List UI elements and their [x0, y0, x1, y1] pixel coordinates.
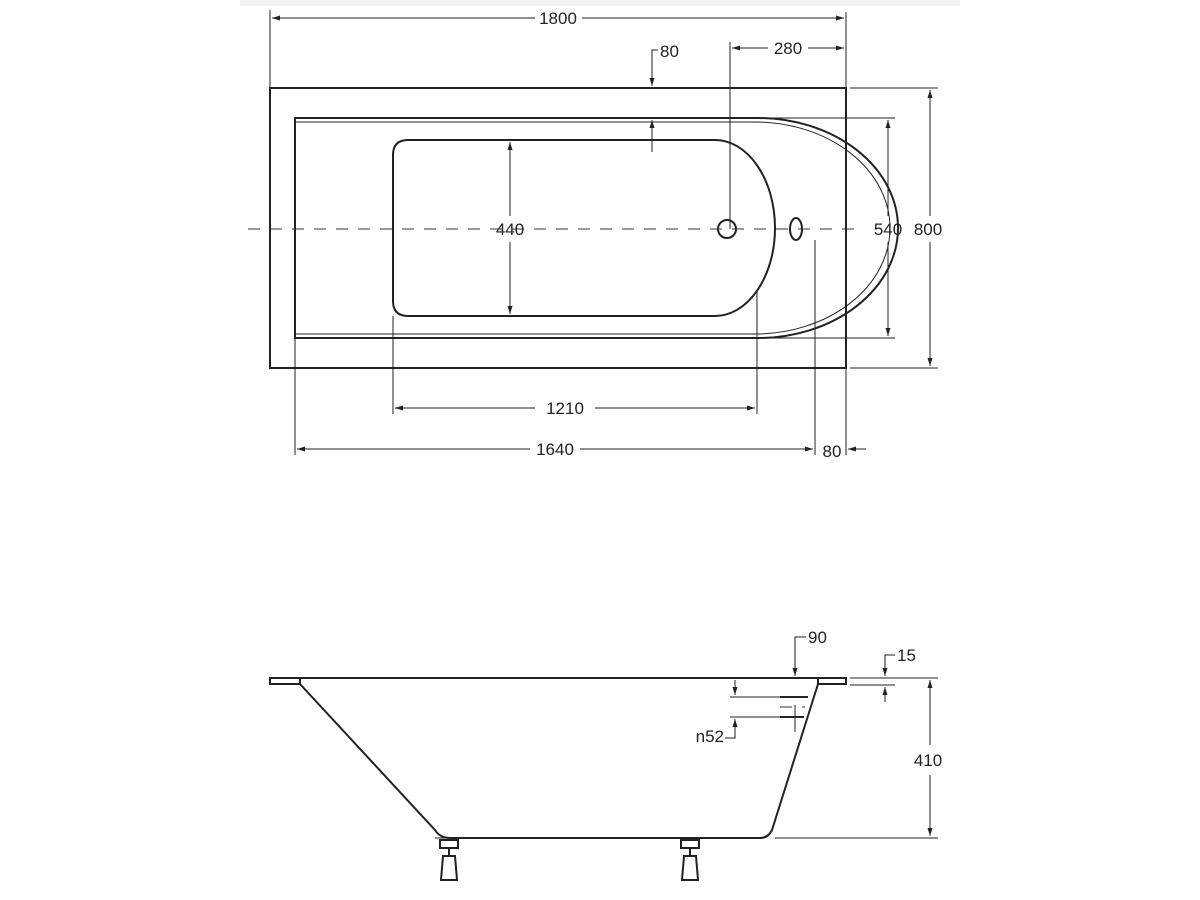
- dim-rim-thickness: 15: [897, 646, 916, 665]
- leg-left: [439, 839, 459, 881]
- dim-basin-width: 540: [874, 220, 902, 239]
- leader-line: [649, 49, 658, 86]
- side-view: n52 90 15 410: [269, 628, 942, 881]
- leg-foot: [439, 855, 459, 881]
- leader-line: [882, 654, 895, 676]
- top-edge-bar: [240, 0, 960, 6]
- leg-mount: [439, 839, 459, 849]
- leg-foot: [680, 855, 700, 881]
- basin-outline: [392, 139, 776, 317]
- leader-line: [792, 636, 806, 676]
- dim-overall-width: 800: [914, 220, 942, 239]
- dim-rim-depth: 90: [808, 628, 827, 647]
- rim-right: [817, 677, 847, 685]
- inner-rim-outline: [294, 117, 899, 339]
- dim-drain-offset: 280: [774, 39, 802, 58]
- dim-overall-length: 1800: [539, 9, 577, 28]
- dim-inner-width: 440: [496, 220, 524, 239]
- dim-rim-front: 80: [660, 42, 679, 61]
- leg-right: [680, 839, 700, 881]
- dim-inner-length: 1210: [546, 399, 584, 418]
- dim-basin-length: 1640: [536, 440, 574, 459]
- dim-rim-end: 80: [823, 442, 842, 461]
- top-view: 1800 280 80 440 540 800 1210: [248, 9, 942, 461]
- leg-mount: [680, 839, 700, 849]
- inner-rim-edge: [295, 121, 891, 335]
- dim-overflow-diameter: n52: [696, 727, 724, 746]
- leader-line: [725, 719, 738, 739]
- outer-rim-outline: [269, 87, 847, 369]
- dim-height: 410: [914, 751, 942, 770]
- tub-body: [299, 683, 819, 839]
- rim-left: [269, 677, 301, 685]
